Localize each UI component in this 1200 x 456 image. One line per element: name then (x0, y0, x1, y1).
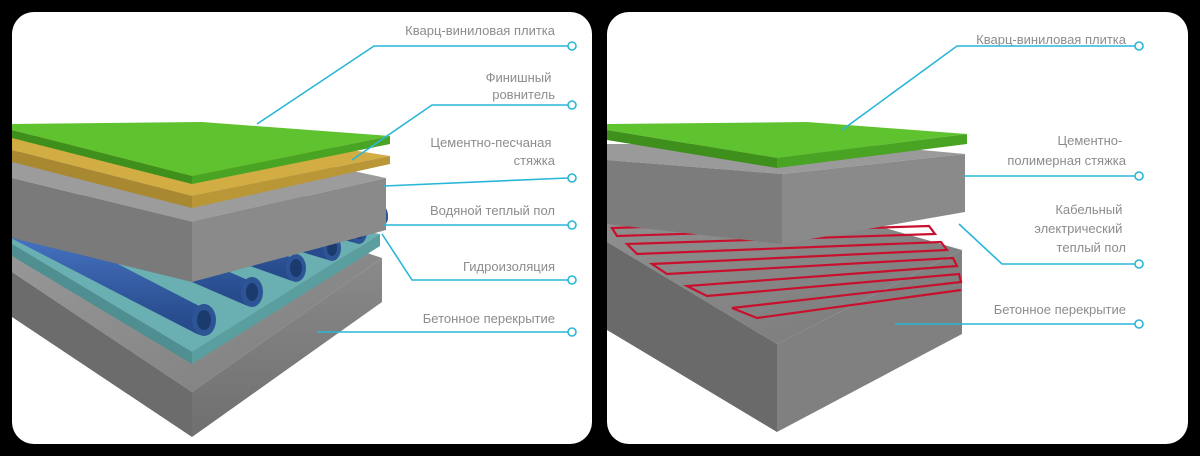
callout-dot-hydro (567, 275, 577, 285)
callout-dot-concrete-right (1134, 319, 1144, 329)
label-screed: Цементно-песчаная стяжка (430, 135, 555, 168)
callout-dot-vinyl (567, 41, 577, 51)
callout-dot-vinyl-right (1134, 41, 1144, 51)
callout-lines-right (841, 45, 1135, 325)
callout-endpoints (567, 41, 577, 337)
label-finish: Финишный ровнитель (486, 70, 556, 102)
callout-dot-water (567, 220, 577, 230)
water-floor-diagram-panel: Кварц-виниловая плитка Финишный ровнител… (12, 12, 592, 444)
callout-lines (256, 45, 569, 333)
callout-dot-cable-right (1134, 259, 1144, 269)
callout-line-cable-right (958, 223, 1135, 265)
callout-dot-concrete (567, 327, 577, 337)
label-screed-right: Цементно- полимерная стяжка (1007, 133, 1126, 168)
label-water: Водяной теплый пол (430, 203, 555, 218)
vinyl-tile-layer-right (607, 122, 967, 168)
water-floor-diagram: Кварц-виниловая плитка Финишный ровнител… (12, 23, 577, 437)
heating-cable-layer (607, 210, 963, 320)
cable-floor-diagram-panel: Кварц-виниловая плитка Цементно- полимер… (607, 12, 1188, 444)
label-concrete: Бетонное перекрытие (423, 311, 555, 326)
label-concrete-right: Бетонное перекрытие (994, 302, 1126, 317)
callout-dot-screed-right (1134, 171, 1144, 181)
callout-dot-finish (567, 100, 577, 110)
label-hydro: Гидроизоляция (463, 259, 555, 274)
callout-line-screed (383, 177, 569, 187)
label-cable-right: Кабельный электрический теплый пол (1034, 202, 1126, 255)
callout-endpoints-right (1134, 41, 1144, 329)
label-vinyl-right: Кварц-виниловая плитка (976, 32, 1127, 47)
callout-line-vinyl-right (841, 45, 1135, 131)
callout-line-vinyl (256, 45, 568, 125)
cable-floor-diagram: Кварц-виниловая плитка Цементно- полимер… (607, 32, 1144, 432)
callout-dot-screed (567, 173, 577, 183)
label-vinyl: Кварц-виниловая плитка (405, 23, 556, 38)
callout-line-finish (351, 104, 568, 161)
vinyl-tile-layer (12, 122, 390, 184)
callout-line-hydro (381, 233, 568, 281)
